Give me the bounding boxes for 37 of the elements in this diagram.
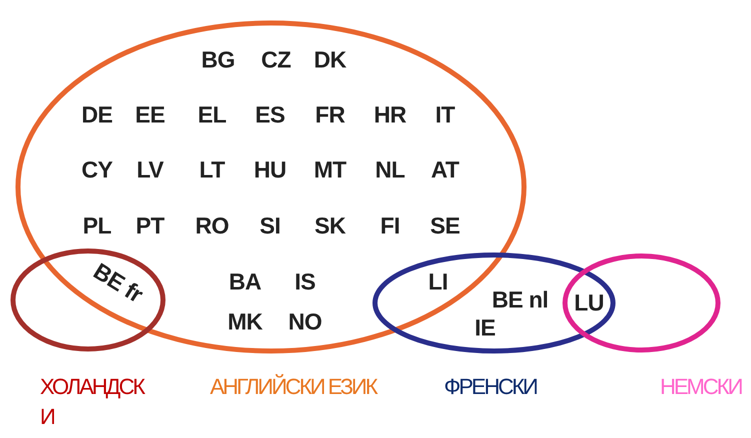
set-label: ХОЛАНДСКИ: [40, 373, 145, 431]
country-code: DK: [314, 48, 346, 72]
set-label: АНГЛИЙСКИ ЕЗИК: [210, 373, 378, 401]
country-code: MT: [314, 158, 346, 182]
country-code: BE fr: [90, 259, 146, 307]
country-code: MK: [228, 310, 262, 334]
set-label: НЕМСКИ: [660, 373, 743, 401]
country-code: DE: [82, 104, 112, 126]
country-code: PT: [136, 214, 164, 238]
country-code: LI: [428, 270, 448, 294]
country-code: PL: [82, 214, 112, 238]
country-code: BE nl: [492, 288, 548, 312]
country-code: IT: [435, 104, 455, 126]
country-code: IS: [294, 270, 316, 294]
country-code: IE: [474, 316, 496, 340]
country-code: RO: [195, 214, 229, 238]
country-code: NO: [288, 310, 322, 334]
country-code: SK: [314, 214, 346, 238]
country-code: NL: [375, 158, 405, 182]
country-code: LV: [136, 158, 164, 182]
country-code: BA: [228, 270, 262, 294]
country-code: LU: [574, 292, 604, 314]
country-code: CY: [82, 158, 112, 182]
country-code: FI: [380, 214, 400, 238]
country-code: EE: [135, 104, 165, 126]
country-code: BG: [201, 48, 235, 72]
country-code: HR: [374, 104, 406, 126]
set-label: ФРЕНСКИ: [444, 373, 538, 401]
country-code: FR: [315, 104, 345, 126]
country-code: ES: [255, 104, 285, 126]
country-code: EL: [198, 104, 226, 126]
country-code: SE: [430, 214, 460, 238]
country-code: CZ: [261, 48, 291, 72]
country-code: AT: [431, 158, 459, 182]
country-code: SI: [260, 214, 280, 238]
country-code: LT: [199, 158, 225, 182]
country-code: HU: [254, 158, 286, 182]
